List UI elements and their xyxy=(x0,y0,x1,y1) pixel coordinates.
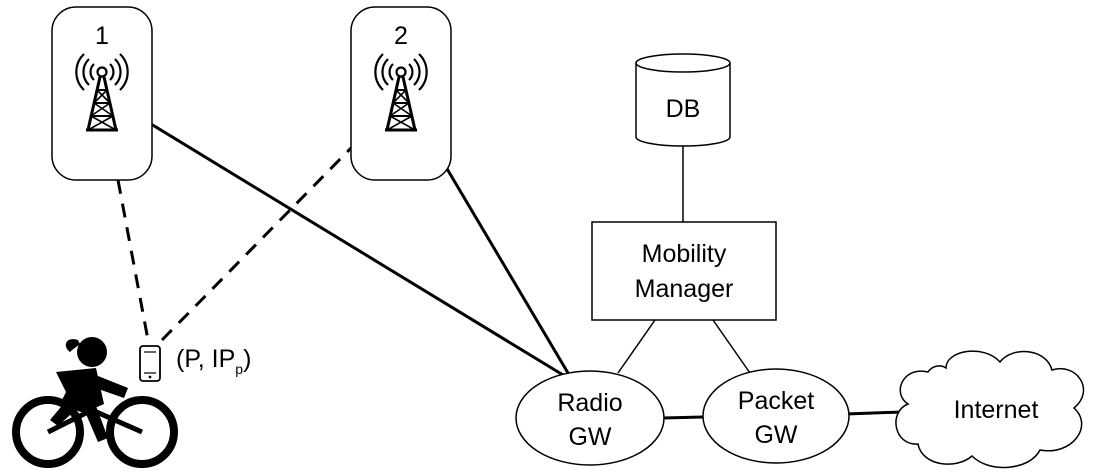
radio-gw-node: Radio GW xyxy=(515,370,665,466)
tower-2: 2 xyxy=(350,6,452,181)
packet-gw-line1: Packet xyxy=(738,387,814,415)
link-tower1-radio-gw xyxy=(150,122,569,380)
link-tower1-device xyxy=(116,179,150,341)
mobility-manager-line2: Manager xyxy=(635,275,734,303)
mobile-phone-icon xyxy=(139,345,161,382)
link-radio-packet-gw xyxy=(662,415,704,420)
link-tower2-device xyxy=(160,140,359,342)
radio-gw-line1: Radio xyxy=(557,389,622,417)
link-mm-radio-gw xyxy=(617,319,656,374)
packet-gw-line2: GW xyxy=(754,421,797,449)
db-node: DB xyxy=(635,53,731,147)
mobility-manager-line1: Mobility xyxy=(642,240,727,268)
internet-cloud: Internet xyxy=(895,350,1085,469)
internet-label: Internet xyxy=(954,396,1039,424)
tower-1-label: 1 xyxy=(95,22,109,50)
radio-gw-line2: GW xyxy=(568,423,611,451)
tower-2-label: 2 xyxy=(394,22,408,50)
db-label: DB xyxy=(666,95,701,123)
packet-gw-node: Packet GW xyxy=(702,368,850,464)
tower-1: 1 xyxy=(51,6,153,181)
device-address-label: (P, IPp) xyxy=(176,345,251,377)
mobility-manager-node: Mobility Manager xyxy=(591,221,777,321)
link-packet-gw-internet xyxy=(845,410,903,416)
link-tower2-radio-gw xyxy=(441,161,570,374)
link-mm-packet-gw xyxy=(712,319,751,374)
cyclist-icon xyxy=(12,337,178,468)
